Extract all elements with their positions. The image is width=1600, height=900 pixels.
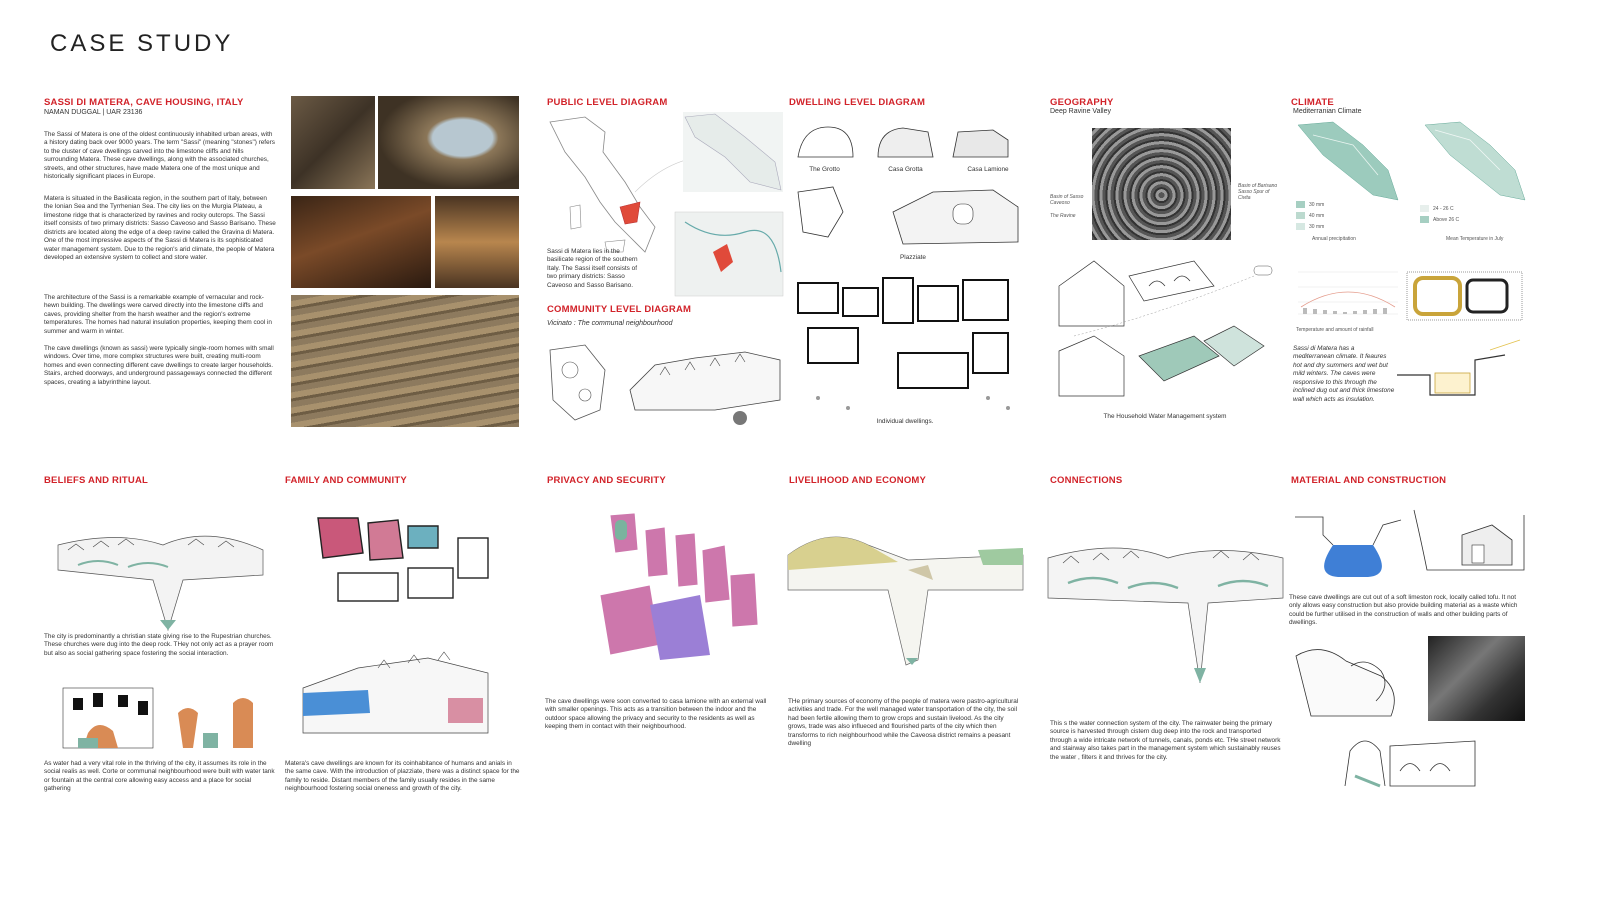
legend-temp-1: 24 - 26 C <box>1433 206 1454 212</box>
community-sub: Vicinato : The communal neighbourhood <box>547 320 673 327</box>
water-management-diagram <box>1058 260 1273 397</box>
livelihood-section <box>787 536 1024 666</box>
temperature-map <box>1424 121 1526 201</box>
plazziate-sketch <box>797 186 1019 245</box>
intro-paragraph-4: The cave dwellings (known as sassi) were… <box>44 345 274 386</box>
legend-precip-1: 30 mm <box>1309 202 1325 208</box>
family-plan-diagram <box>298 508 508 628</box>
geo-label-sasso-caveoso: Basin of Sasso Caveoso <box>1050 194 1084 206</box>
dwelling-type-grotto: The Grotto <box>809 166 840 173</box>
cave-passage-photo <box>435 196 519 288</box>
individual-dwellings-plan <box>788 268 1023 418</box>
family-section-diagram <box>302 651 489 734</box>
privacy-text: The cave dwellings were soon converted t… <box>545 698 767 731</box>
livelihood-heading: LIVELIHOOD AND ECONOMY <box>789 475 927 486</box>
italy-map-diagram <box>549 112 784 297</box>
cistern-section <box>1295 516 1402 577</box>
page-title: CASE STUDY <box>50 30 234 57</box>
beliefs-heading: BELIEFS AND RITUAL <box>44 475 149 486</box>
livelihood-text: THe primary sources of economy of the pe… <box>788 698 1019 748</box>
legend-swatch-1 <box>1296 201 1305 208</box>
legend-swatch-temp-2 <box>1420 216 1429 223</box>
community-heading: COMMUNITY LEVEL DIAGRAM <box>547 304 692 315</box>
legend-temp-2: Above 26 C <box>1433 217 1460 223</box>
temp-caption: Mean Temperature in July <box>1446 236 1504 242</box>
sassi-townscape-photo <box>291 295 519 427</box>
connections-section <box>1047 547 1284 684</box>
public-text: Sassi di Matera lies in the basilicate r… <box>547 248 638 289</box>
legend-swatch-2 <box>1296 212 1305 219</box>
family-heading: FAMILY AND COMMUNITY <box>285 475 407 486</box>
legend-swatch-3 <box>1296 223 1305 230</box>
privacy-heading: PRIVACY AND SECURITY <box>547 475 666 486</box>
geo-label-barisano: Basin of Barisano Sasso Spur of Civita <box>1238 183 1278 201</box>
intro-heading: SASSI DI MATERA, CAVE HOUSING, ITALY <box>44 97 244 108</box>
intro-paragraph-2: Matera is situated in the Basilicata reg… <box>44 195 276 262</box>
chart-caption: Temperature and amount of rainfall <box>1296 327 1374 333</box>
precipitation-map <box>1297 121 1399 201</box>
ravine-city-section <box>57 535 264 632</box>
precip-caption: Annual precipitation <box>1312 236 1356 242</box>
connections-text: This s the water connection system of th… <box>1050 720 1281 761</box>
dwelling-type-casa-grotta: Casa Grotta <box>888 166 923 173</box>
climate-text: Sassi di Matera has a mediterranean clim… <box>1293 345 1395 403</box>
dwelling-heading: DWELLING LEVEL DIAGRAM <box>789 97 926 108</box>
family-text: Matera's cave dwellings are known for it… <box>285 760 520 793</box>
water-management-caption: The Household Water Management system <box>1103 413 1227 420</box>
water-gathering-sketch <box>62 687 253 749</box>
material-heading: MATERIAL AND CONSTRUCTION <box>1291 475 1447 486</box>
dwelling-types-sketch <box>797 126 1009 158</box>
intro-paragraph-1: The Sassi of Matera is one of the oldest… <box>44 131 275 181</box>
beliefs-text-2: As water had a very vital role in the th… <box>44 760 275 793</box>
legend-precip-3: 30 mm <box>1309 224 1325 230</box>
cave-entrance-sketch <box>1344 740 1476 788</box>
plazziate-label: Plazziate <box>900 254 926 261</box>
geography-sub: Deep Ravine Valley <box>1050 108 1111 115</box>
privacy-plan-diagram <box>599 512 759 660</box>
connections-heading: CONNECTIONS <box>1050 475 1123 486</box>
climate-sub: Mediterranian Climate <box>1293 108 1362 115</box>
geo-label-ravine: The Ravine <box>1050 213 1076 219</box>
rainfall-temperature-chart <box>1298 271 1398 315</box>
intro-paragraph-3: The architecture of the Sassi is a remar… <box>44 294 272 335</box>
beliefs-text-1: The city is predominantly a christian st… <box>44 633 274 657</box>
rock-carving-sketch <box>1295 649 1395 717</box>
vicinato-sketch <box>549 344 781 425</box>
material-text: These cave dwellings are cut out of a so… <box>1289 594 1518 627</box>
dwelling-interior-photo <box>291 196 431 288</box>
cave-construction-sketch <box>1413 509 1525 571</box>
dwelling-type-casa-lamione: Casa Lamione <box>967 166 1009 173</box>
geography-heading: GEOGRAPHY <box>1050 97 1114 108</box>
cave-section-insulation <box>1397 339 1521 396</box>
legend-precip-2: 40 mm <box>1309 213 1325 219</box>
public-heading: PUBLIC LEVEL DIAGRAM <box>547 97 668 108</box>
intro-author: NAMAN DUGGAL | UAR 23136 <box>44 109 143 116</box>
ravine-aerial-photo <box>1092 128 1231 240</box>
cave-interior-photo <box>291 96 375 189</box>
climate-heading: CLIMATE <box>1291 97 1334 108</box>
cave-arch-view-photo <box>378 96 519 189</box>
individual-dwellings-label: Individual dwellings. <box>876 418 934 425</box>
cave-plan-insulation <box>1406 271 1523 321</box>
legend-swatch-temp-1 <box>1420 205 1429 212</box>
stone-cutting-photo <box>1428 636 1525 721</box>
